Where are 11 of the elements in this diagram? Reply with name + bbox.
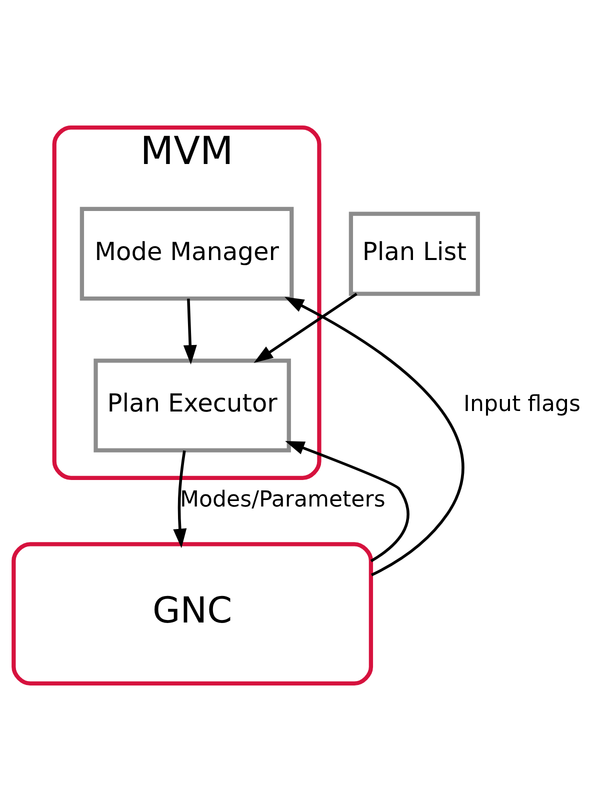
arrow <box>173 450 187 548</box>
arrow <box>183 298 197 364</box>
node-box: Mode Manager <box>80 206 294 300</box>
edge-label: Modes/Parameters <box>180 487 386 512</box>
arrow <box>285 440 410 562</box>
edge-label: Input flags <box>463 391 581 416</box>
node-box: Plan List <box>348 211 480 296</box>
arrow <box>284 296 464 576</box>
arrow <box>254 292 358 362</box>
node-box: GNC <box>12 542 374 686</box>
node-box: Plan Executor <box>94 358 291 452</box>
